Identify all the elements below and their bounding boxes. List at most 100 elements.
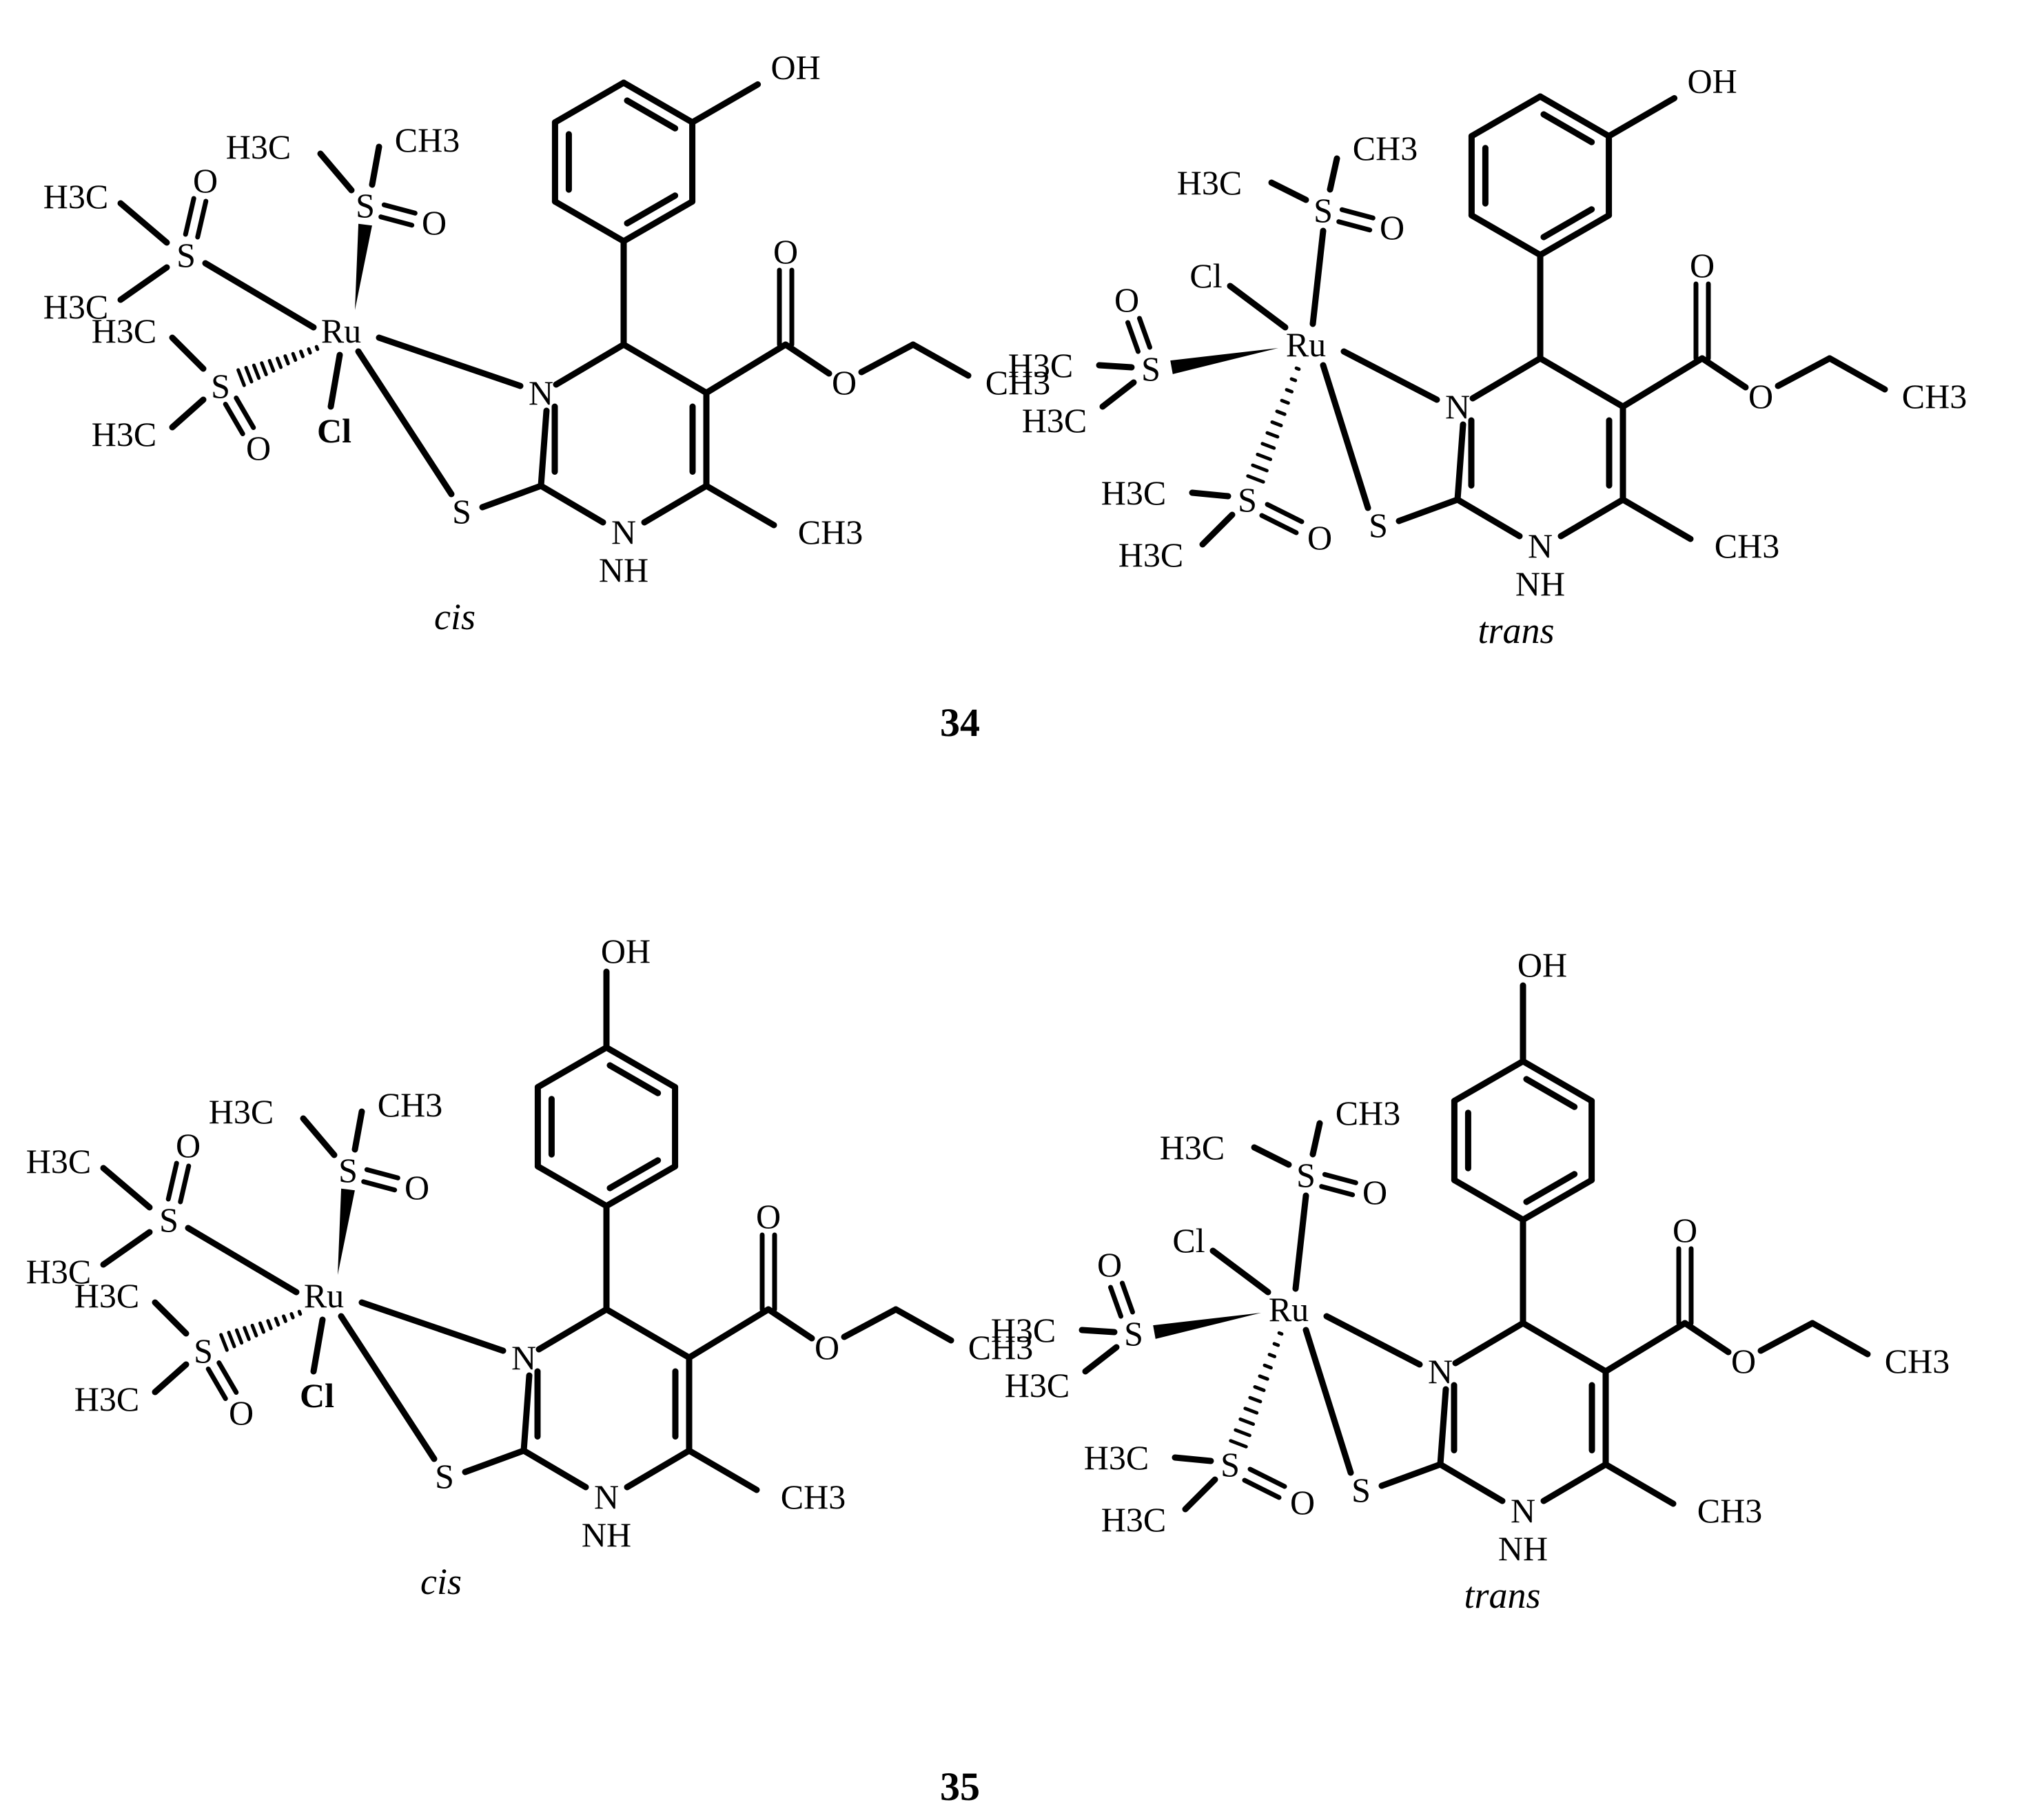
trans-35-nh-h-label: NH	[1498, 1529, 1548, 1568]
cis-35-nh-h-label: NH	[582, 1515, 631, 1554]
trans-35-dmso1-s-label: S	[1296, 1156, 1316, 1194]
cis-35-ethyl-ch3-label: CH3	[968, 1328, 1033, 1367]
trans-34-thione-s-label: S	[1369, 506, 1388, 544]
trans-34-dmso1-h3c-label: H3C	[1177, 163, 1242, 202]
cis-34-n3-label: N	[529, 374, 553, 412]
cis-35-dmso3-s-label: S	[194, 1331, 213, 1370]
trans-35-carbonyl-o-label: O	[1673, 1211, 1697, 1249]
trans-34-dmso2-h3c-bottom-label: H3C	[1022, 401, 1087, 440]
cis-34-dmso2-h3c-top-label: H3C	[43, 177, 108, 216]
cis-35-dmso2-s-label: S	[159, 1200, 178, 1239]
trans-34-dmso3-h3c-bottom-label: H3C	[1118, 535, 1183, 574]
trans-35-ethyl-ch3-label: CH3	[1885, 1342, 1950, 1380]
cis-34-dmso2-s-label: S	[176, 236, 196, 274]
trans-35-thione-s-label: S	[1351, 1471, 1371, 1509]
cis-35-thione-s-label: S	[435, 1457, 454, 1495]
cis-35-dmso2-h3c-top-label: H3C	[26, 1142, 91, 1180]
caption-cis-35: cis	[420, 1561, 462, 1602]
cis-34-dmso3-h3c-bottom-label: H3C	[92, 415, 156, 453]
trans-34-dmso2-o-label: O	[1114, 280, 1139, 319]
trans-34-nh-h-label: NH	[1515, 564, 1565, 603]
cis-35-dmso2-o-label: O	[176, 1126, 201, 1165]
trans-35-cl-label: Cl	[1172, 1221, 1205, 1260]
cis-34-dmso1-s-label: S	[356, 186, 375, 225]
cis-34-dmso3-h3c-top-label: H3C	[92, 311, 156, 350]
cis-34-ester-o-label: O	[832, 363, 857, 402]
cis-35-dmso1-s-label: S	[338, 1151, 358, 1189]
trans-34-dmso1-o-label: O	[1380, 208, 1404, 247]
compound-number-34: 34	[940, 700, 980, 745]
trans-34-dmso1-ch3-label: CH3	[1353, 129, 1418, 167]
trans-34-n1-label: N	[1528, 526, 1553, 565]
caption-trans-34: trans	[1478, 610, 1554, 651]
cis-34-dmso3-s-label: S	[211, 367, 230, 405]
trans-35-dmso3-s-label: S	[1220, 1445, 1240, 1484]
cis-35-n1-label: N	[594, 1478, 619, 1516]
cis-35-dmso3-h3c-top-label: H3C	[74, 1276, 139, 1315]
trans-34-n3-label: N	[1445, 387, 1470, 426]
trans-34-phenol-oh-label: OH	[1687, 62, 1737, 101]
trans-35-dmso2-o-label: O	[1097, 1245, 1122, 1284]
cis-35-dmso3-h3c-bottom-label: H3C	[74, 1380, 139, 1418]
trans-35-dmso3-h3c-top-label: H3C	[1084, 1438, 1149, 1477]
cis-35-cl-label: Cl	[300, 1376, 334, 1415]
cis-35-ester-o-label: O	[815, 1328, 839, 1367]
cis-35-dmso3-o-label: O	[229, 1393, 254, 1432]
cis-34-dmso1-h3c-label: H3C	[226, 127, 291, 166]
trans-35-ru-label: Ru	[1269, 1290, 1309, 1329]
cis-34-methyl-label: CH3	[798, 513, 863, 551]
cis-35-methyl-label: CH3	[781, 1478, 846, 1516]
caption-trans-35: trans	[1464, 1575, 1540, 1616]
cis-35-n3-label: N	[511, 1338, 536, 1377]
cis-35-dmso1-ch3-label: CH3	[378, 1085, 442, 1124]
trans-35-ester-o-label: O	[1731, 1342, 1756, 1380]
trans-34-cl-label: Cl	[1189, 256, 1222, 295]
cis-35-phenol-oh-label: OH	[601, 932, 651, 970]
trans-34-dmso3-h3c-top-label: H3C	[1101, 473, 1166, 512]
cis-35-ru-label: Ru	[304, 1276, 344, 1315]
trans-35-phenol-oh-label: OH	[1517, 945, 1567, 984]
cis-35-dmso2-h3c-bottom-label: H3C	[26, 1252, 91, 1291]
trans-35-dmso2-s-label: S	[1124, 1314, 1143, 1353]
trans-35-dmso2-h3c-bottom-label: H3C	[1005, 1366, 1070, 1404]
cis-34-carbonyl-o-label: O	[773, 232, 798, 271]
trans-35-dmso3-h3c-bottom-label: H3C	[1101, 1500, 1166, 1539]
trans-34-ru-label: Ru	[1286, 325, 1326, 364]
cis-35-dmso1-h3c-label: H3C	[209, 1092, 274, 1131]
cis-34-n1-label: N	[611, 513, 636, 551]
trans-34-dmso1-s-label: S	[1313, 191, 1333, 229]
trans-34-ester-o-label: O	[1748, 377, 1773, 416]
cis-34-ethyl-ch3-label: CH3	[985, 363, 1050, 402]
trans-34-dmso2-s-label: S	[1141, 349, 1161, 388]
trans-35-dmso1-o-label: O	[1362, 1173, 1387, 1211]
trans-35-methyl-label: CH3	[1697, 1491, 1762, 1530]
cis-34-cl-label: Cl	[317, 411, 351, 450]
trans-34-methyl-label: CH3	[1715, 526, 1779, 565]
compound-number-35: 35	[940, 1764, 980, 1809]
cis-34-nh-h-label: NH	[599, 551, 648, 589]
trans-34-dmso3-s-label: S	[1238, 480, 1257, 519]
trans-35-n1-label: N	[1511, 1491, 1535, 1530]
cis-34-ru-label: Ru	[321, 311, 361, 350]
cis-34-dmso3-o-label: O	[246, 429, 271, 467]
trans-35-dmso1-h3c-label: H3C	[1160, 1128, 1225, 1167]
cis-34-dmso2-h3c-bottom-label: H3C	[43, 287, 108, 326]
trans-35-dmso3-o-label: O	[1290, 1483, 1315, 1522]
cis-34-phenol-oh-label: OH	[770, 48, 820, 87]
trans-34-dmso3-o-label: O	[1307, 518, 1332, 557]
cis-34-dmso1-o-label: O	[422, 203, 447, 242]
cis-34-thione-s-label: S	[452, 492, 471, 531]
trans-35-n3-label: N	[1428, 1352, 1453, 1391]
trans-34-carbonyl-o-label: O	[1690, 246, 1715, 285]
trans-35-dmso2-h3c-top-label: H3C	[991, 1311, 1056, 1349]
cis-34-dmso2-o-label: O	[193, 161, 218, 200]
trans-34-dmso2-h3c-top-label: H3C	[1008, 346, 1073, 385]
caption-cis-34: cis	[434, 596, 476, 637]
trans-34-ethyl-ch3-label: CH3	[1902, 377, 1967, 416]
